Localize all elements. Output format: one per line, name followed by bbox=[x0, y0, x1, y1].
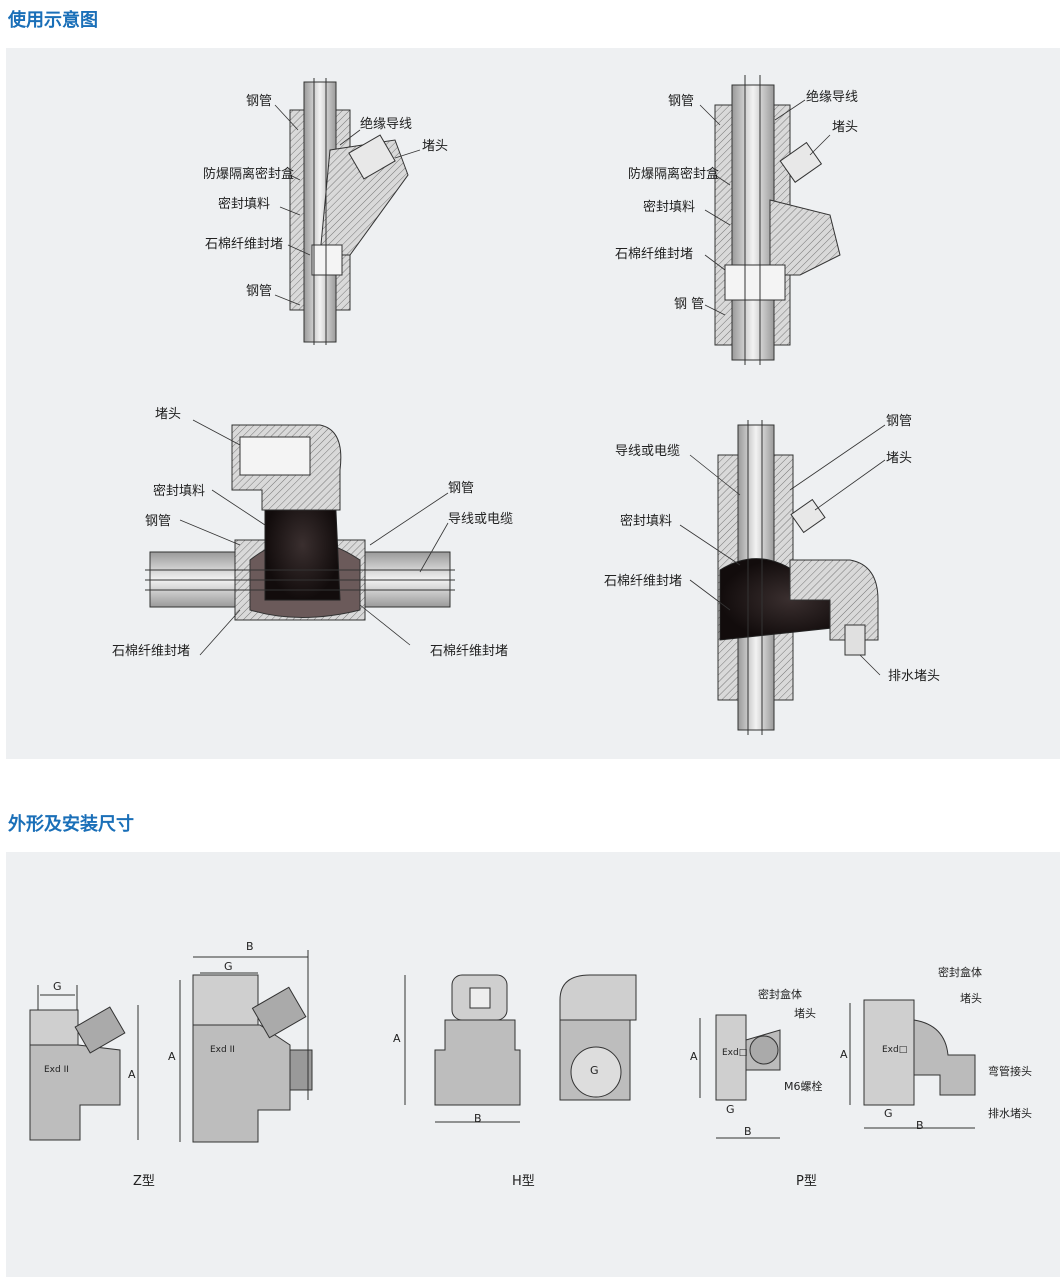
h-dim-b: B bbox=[474, 1112, 482, 1125]
d2-label-asbestos: 石棉纤维封堵 bbox=[615, 247, 694, 262]
z-large-dim-g: G bbox=[224, 960, 233, 973]
d1-label-seal-box: 防爆隔离密封盒 bbox=[203, 167, 295, 182]
p-large-dim-b: B bbox=[916, 1119, 924, 1132]
d3-label-sealant: 密封填料 bbox=[153, 484, 206, 499]
p-large-dim-a: A bbox=[840, 1048, 848, 1061]
d2-label-steel-pipe-top: 钢管 bbox=[668, 94, 695, 109]
section-title-usage: 使用示意图 bbox=[8, 10, 98, 31]
diagram-2-z-seal bbox=[714, 75, 841, 365]
d4-label-asbestos: 石棉纤维封堵 bbox=[604, 574, 683, 589]
d3-label-asbestos-left: 石棉纤维封堵 bbox=[112, 644, 191, 659]
h-type-caption: H型 bbox=[512, 1174, 535, 1189]
p-large-label-elbow: 弯管接头 bbox=[988, 1065, 1032, 1078]
diagram-3-h-seal bbox=[145, 424, 455, 621]
p-small-label-box: 密封盒体 bbox=[758, 988, 802, 1001]
d3-label-plug: 堵头 bbox=[155, 407, 182, 422]
section-title-dimensions: 外形及安装尺寸 bbox=[8, 814, 134, 835]
d2-label-sealant: 密封填料 bbox=[643, 200, 696, 215]
p-large-label-plug: 堵头 bbox=[960, 992, 982, 1005]
d1-label-steel-pipe-top: 钢管 bbox=[246, 94, 273, 109]
d1-label-plug: 堵头 bbox=[422, 139, 449, 154]
d4-label-drain-plug: 排水堵头 bbox=[888, 669, 941, 684]
z-large-dim-b: B bbox=[246, 940, 254, 953]
z-small-dim-a: A bbox=[128, 1068, 136, 1081]
h-dim-a: A bbox=[393, 1032, 401, 1045]
d2-label-steel-pipe-bottom: 钢 管 bbox=[674, 297, 705, 312]
z-type-drawing-large bbox=[179, 950, 313, 1143]
p-type-caption: P型 bbox=[796, 1174, 817, 1189]
z-large-dim-a: A bbox=[168, 1050, 176, 1063]
d4-label-plug: 堵头 bbox=[886, 451, 913, 466]
d2-label-insulated-wire: 绝缘导线 bbox=[806, 90, 859, 105]
d3-label-wire-cable: 导线或电缆 bbox=[448, 512, 514, 527]
p-large-mark: Exd□ bbox=[882, 1045, 908, 1055]
z-small-mark: Exd II bbox=[44, 1065, 69, 1075]
d1-label-sealant: 密封填料 bbox=[218, 197, 271, 212]
z-type-caption: Z型 bbox=[133, 1174, 155, 1189]
d1-label-asbestos: 石棉纤维封堵 bbox=[205, 237, 284, 252]
d2-label-seal-box: 防爆隔离密封盒 bbox=[628, 167, 720, 182]
p-small-dim-g: G bbox=[726, 1103, 735, 1116]
d3-label-asbestos-right: 石棉纤维封堵 bbox=[430, 644, 509, 659]
h-dim-g: G bbox=[590, 1064, 599, 1077]
z-large-mark: Exd II bbox=[210, 1045, 235, 1055]
p-small-mark: Exd□ bbox=[722, 1048, 748, 1058]
diagram-4-p-seal bbox=[717, 420, 879, 735]
leader-lines bbox=[179, 99, 886, 676]
p-large-label-box: 密封盒体 bbox=[938, 966, 982, 979]
d4-label-steel-pipe: 钢管 bbox=[886, 414, 913, 429]
d1-label-insulated-wire: 绝缘导线 bbox=[360, 117, 413, 132]
d4-label-sealant: 密封填料 bbox=[620, 514, 673, 529]
h-type-drawing bbox=[404, 974, 637, 1123]
d3-label-steel-pipe-left: 钢管 bbox=[145, 514, 172, 529]
d3-label-steel-pipe-right: 钢管 bbox=[448, 481, 475, 496]
d1-label-steel-pipe-bottom: 钢管 bbox=[246, 284, 273, 299]
p-small-dim-a: A bbox=[690, 1050, 698, 1063]
p-type-drawing bbox=[699, 999, 976, 1139]
diagram-1-z-seal bbox=[289, 78, 409, 345]
z-small-dim-g: G bbox=[53, 980, 62, 993]
d2-label-plug: 堵头 bbox=[832, 120, 859, 135]
p-small-dim-b: B bbox=[744, 1125, 752, 1138]
p-small-label-plug: 堵头 bbox=[794, 1007, 816, 1020]
z-type-drawing-small bbox=[29, 985, 139, 1141]
d4-label-wire-cable: 导线或电缆 bbox=[615, 444, 681, 459]
p-large-label-drain: 排水堵头 bbox=[988, 1107, 1032, 1120]
p-large-dim-g: G bbox=[884, 1107, 893, 1120]
p-small-label-bolt: M6螺栓 bbox=[784, 1080, 823, 1093]
usage-panel bbox=[6, 48, 1060, 759]
